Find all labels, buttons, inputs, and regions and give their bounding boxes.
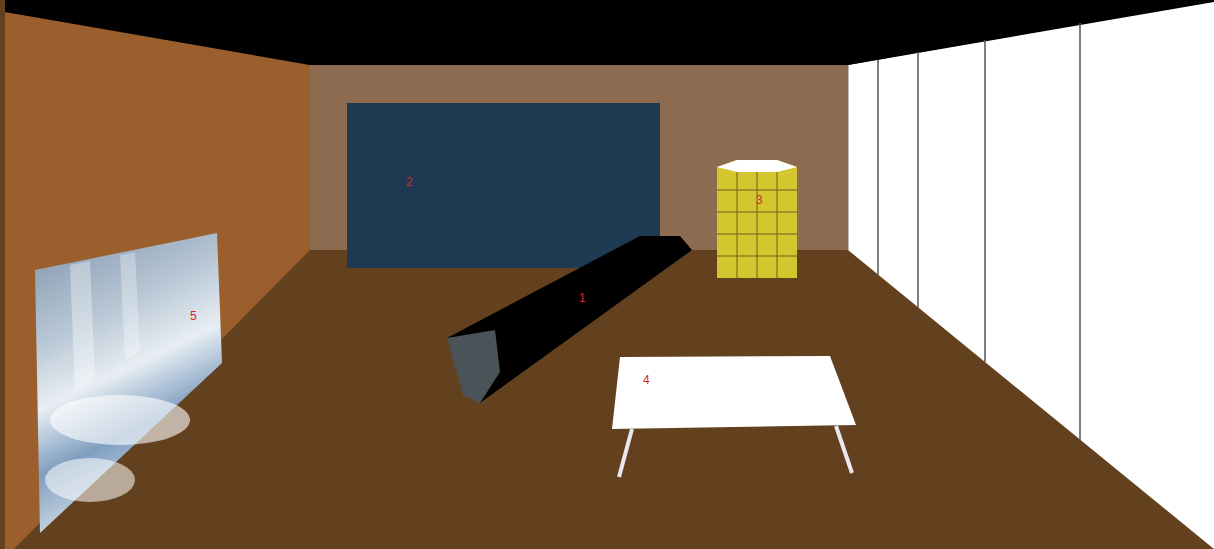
yellow-cabinet bbox=[717, 160, 797, 278]
callout-number: 4 bbox=[643, 373, 650, 387]
blue-panel bbox=[347, 103, 660, 268]
window-frames bbox=[878, 23, 1080, 440]
callout-number: 5 bbox=[190, 309, 197, 323]
left-wall bbox=[5, 12, 310, 549]
callout-number: 2 bbox=[406, 175, 413, 189]
callout-number: 3 bbox=[756, 193, 763, 207]
right-wall bbox=[848, 0, 1214, 549]
white-table bbox=[612, 356, 856, 477]
sky-poster bbox=[35, 233, 222, 533]
callout-number: 1 bbox=[579, 291, 586, 305]
ceiling bbox=[5, 0, 1214, 65]
